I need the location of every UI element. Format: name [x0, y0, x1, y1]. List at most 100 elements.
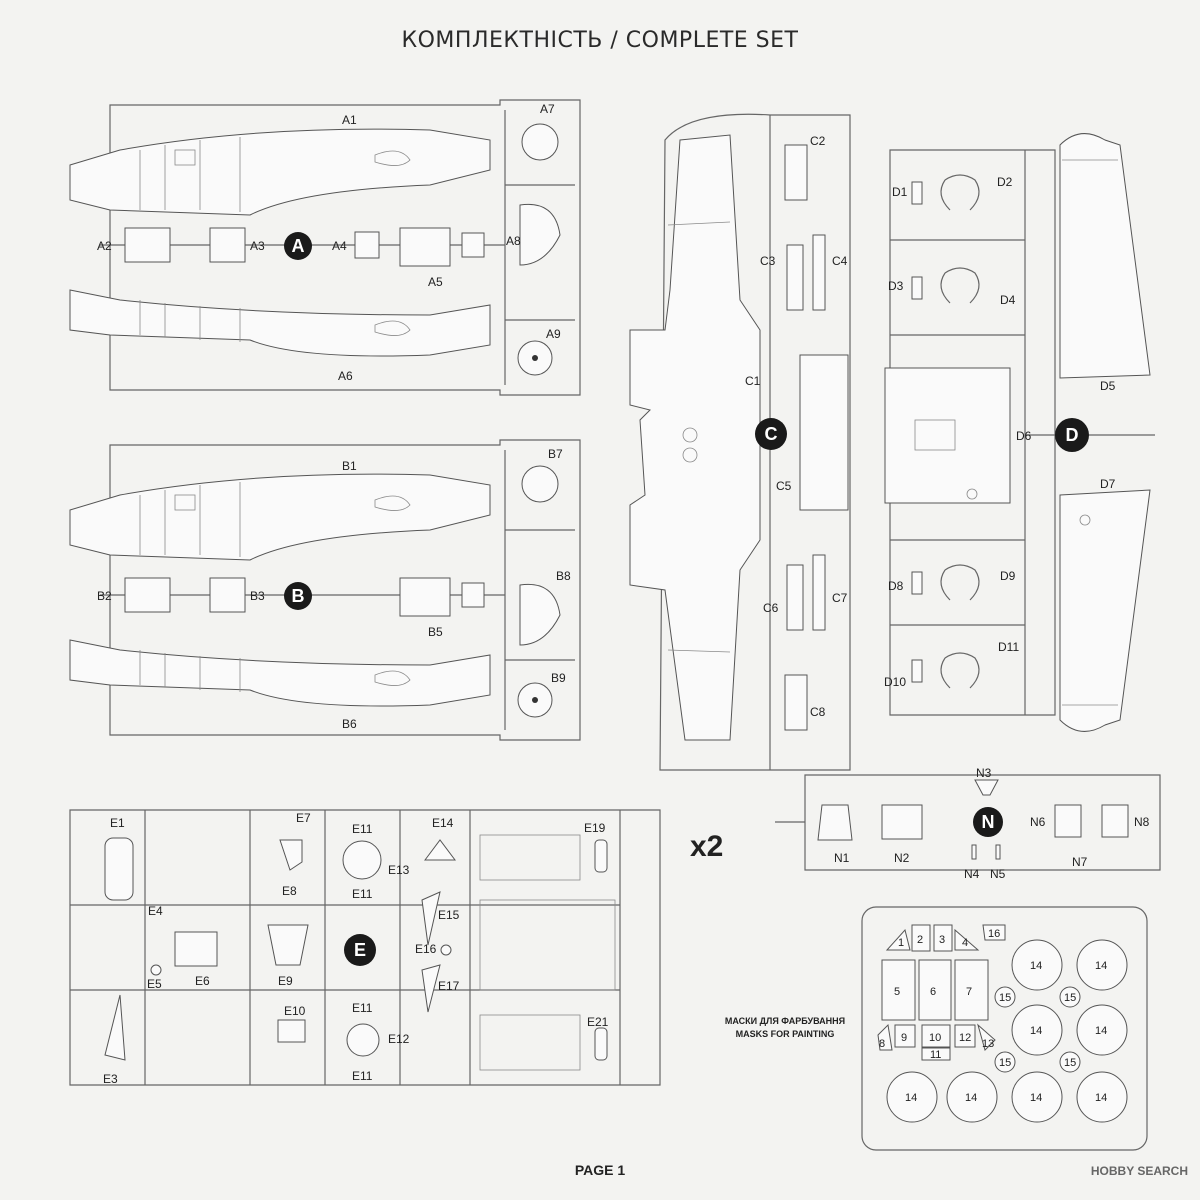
- part-a4: [354, 231, 380, 259]
- sprue-a-letter: A: [292, 236, 305, 256]
- label-e9: E9: [278, 974, 293, 988]
- tailplane-d7: [1059, 489, 1151, 732]
- label-d8: D8: [888, 579, 904, 593]
- mask-14-1: [1011, 939, 1063, 991]
- part-c5: [799, 354, 849, 511]
- mask-label-14g: 14: [1030, 1092, 1042, 1104]
- label-c2: C2: [810, 134, 826, 148]
- masks-caption-en: MASKS FOR PAINTING: [735, 1029, 835, 1039]
- mask-14-7: [1011, 1071, 1063, 1123]
- label-n7: N7: [1072, 855, 1088, 869]
- mask-14-8: [1076, 1071, 1128, 1123]
- mask-6: [918, 959, 952, 1021]
- label-b6: B6: [342, 717, 357, 731]
- sprue-c-letter: C: [765, 424, 778, 444]
- part-d11: [940, 652, 980, 689]
- sprue-b-badge: [284, 582, 312, 610]
- part-e17: [421, 964, 441, 1013]
- part-b8: [519, 583, 561, 646]
- label-b7: B7: [548, 447, 563, 461]
- sprue-d-letter: D: [1066, 425, 1079, 445]
- label-d7: D7: [1100, 477, 1116, 491]
- page-number: PAGE 1: [574, 1162, 626, 1178]
- label-d4: D4: [1000, 293, 1016, 307]
- part-c6: [786, 564, 804, 631]
- label-e12: E12: [388, 1032, 410, 1046]
- mask-label-12: 12: [959, 1032, 971, 1044]
- mask-label-14a: 14: [1030, 960, 1042, 972]
- label-b8: B8: [556, 569, 571, 583]
- part-d6: [884, 367, 1011, 504]
- part-b7: [521, 465, 559, 503]
- label-b3: B3: [250, 589, 265, 603]
- mask-14-6: [946, 1071, 998, 1123]
- part-e6: [174, 931, 218, 967]
- mask-label-14c: 14: [1030, 1025, 1042, 1037]
- mask-label-1: 1: [898, 937, 904, 949]
- page-title: КОМПЛЕКТНІСТЬ / COMPLETE SET: [401, 28, 799, 53]
- part-b5b: [461, 582, 485, 608]
- mask-label-14h: 14: [1095, 1092, 1107, 1104]
- label-e8: E8: [282, 884, 297, 898]
- tailplane-d5: [1059, 133, 1151, 379]
- label-c8: C8: [810, 705, 826, 719]
- sprue-b: B1 B2 B3 B5 B6 B7 B8 B9 B: [69, 439, 581, 741]
- mask-8: [877, 1023, 893, 1051]
- mask-2: [911, 924, 931, 952]
- sprue-d: D1 D2 D3 D4 D5 D6 D7 D8 D9 D10 D11 D: [884, 133, 1155, 732]
- masks-caption: МАСКИ ДЛЯ ФАРБУВАННЯ MASKS FOR PAINTING: [700, 1015, 870, 1041]
- label-n8: N8: [1134, 815, 1150, 829]
- sprue-e: E1 E3 E4 E5 E6 E7 E8 E9 E10 E11 E11 E11 …: [69, 809, 661, 1086]
- part-c7: [812, 554, 826, 631]
- masks-caption-ua: МАСКИ ДЛЯ ФАРБУВАННЯ: [724, 1016, 846, 1026]
- sprue-n-badge: [973, 807, 1003, 837]
- mask-sheet: 1 2 3 4 5 6 7 8 9 10 11 12 13 14 14 14 1…: [861, 906, 1148, 1151]
- label-a9: A9: [546, 327, 561, 341]
- mask-9: [894, 1024, 916, 1048]
- part-e15: [421, 891, 441, 946]
- part-c3: [786, 244, 804, 311]
- label-e10: E10: [284, 1004, 306, 1018]
- mask-label-14f: 14: [965, 1092, 977, 1104]
- mask-label-15a: 15: [999, 992, 1011, 1004]
- label-e1: E1: [110, 816, 125, 830]
- label-b2: B2: [97, 589, 112, 603]
- label-e17: E17: [438, 979, 460, 993]
- mask-label-10: 10: [929, 1032, 941, 1044]
- sprue-c: C2 C3 C4 C1 C5 C6 C7 C8 C: [629, 113, 851, 771]
- part-e1: [104, 837, 134, 901]
- label-c1: C1: [745, 374, 761, 388]
- part-e12: [346, 1023, 380, 1057]
- mask-14-5: [886, 1071, 938, 1123]
- part-a5: [399, 227, 451, 267]
- mask-label-13: 13: [982, 1038, 994, 1050]
- mask-10: [921, 1024, 951, 1048]
- mask-14-4: [1076, 1004, 1128, 1056]
- label-a1: A1: [342, 113, 357, 127]
- label-e15: E15: [438, 908, 460, 922]
- label-a3: A3: [250, 239, 265, 253]
- part-n1: [817, 804, 853, 841]
- label-a8: A8: [506, 234, 521, 248]
- fuselage-half-b1: [69, 473, 491, 561]
- sprue-n: N1 N2 N3 N4 N5 N6 N7 N8 N: [775, 766, 1161, 881]
- label-d2: D2: [997, 175, 1013, 189]
- part-n8: [1101, 804, 1129, 838]
- label-d5: D5: [1100, 379, 1116, 393]
- part-c4: [812, 234, 826, 311]
- label-e11d: E11: [352, 1069, 373, 1083]
- mask-3: [933, 924, 953, 952]
- sprue-e-letter: E: [354, 940, 366, 960]
- label-n1: N1: [834, 851, 850, 865]
- label-d9: D9: [1000, 569, 1016, 583]
- mask-label-14b: 14: [1095, 960, 1107, 972]
- label-d10: D10: [884, 675, 906, 689]
- part-e9: [267, 924, 309, 966]
- label-b9: B9: [551, 671, 566, 685]
- mask-15-1: [994, 986, 1016, 1008]
- mask-11: [921, 1047, 951, 1061]
- sprue-d-badge: [1055, 418, 1089, 452]
- mask-label-7: 7: [966, 986, 972, 998]
- label-n3: N3: [976, 766, 992, 780]
